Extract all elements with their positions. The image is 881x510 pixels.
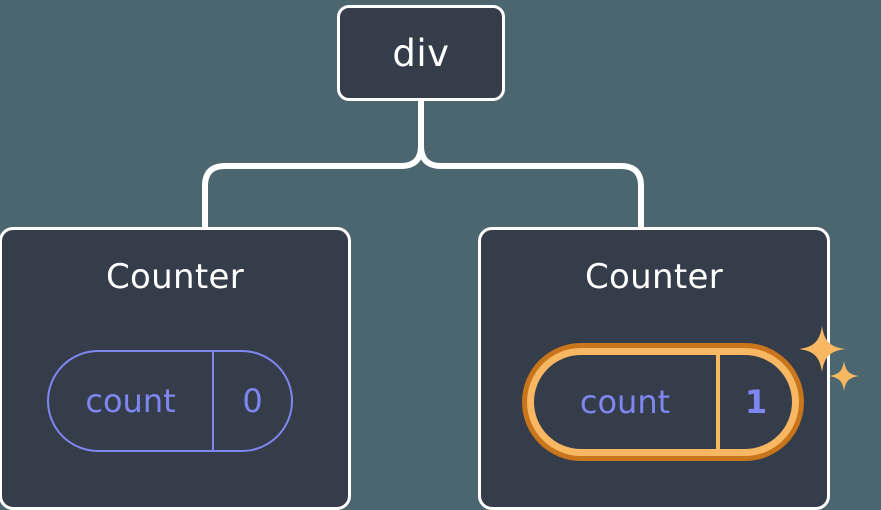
node-title: Counter [585,257,723,297]
node-root-div[interactable]: div [337,5,505,101]
state-pill-count-1-highlighted[interactable]: count 1 [522,343,804,461]
state-value: 1 [744,383,768,421]
sparkle-icon [799,326,845,372]
state-key: count [534,355,720,449]
root-label: div [392,31,450,75]
node-counter-right[interactable]: Counter count 1 [478,227,859,510]
state-pill-count-0[interactable]: count 0 [47,350,293,452]
node-counter-left[interactable]: Counter count 0 [0,227,351,510]
diagram-canvas: div Counter count 0 Counter count 1 [0,5,859,510]
sparkle-icon [829,361,859,391]
connector-to-left-child [202,145,424,227]
connector-to-right-child [418,145,644,227]
state-pill-core: count 1 [534,355,792,449]
state-pill-inner-ring: count 1 [527,348,799,456]
sparkle-group [799,326,869,406]
node-title: Counter [106,257,244,297]
state-value: 0 [242,382,263,420]
state-key: count [49,352,214,450]
